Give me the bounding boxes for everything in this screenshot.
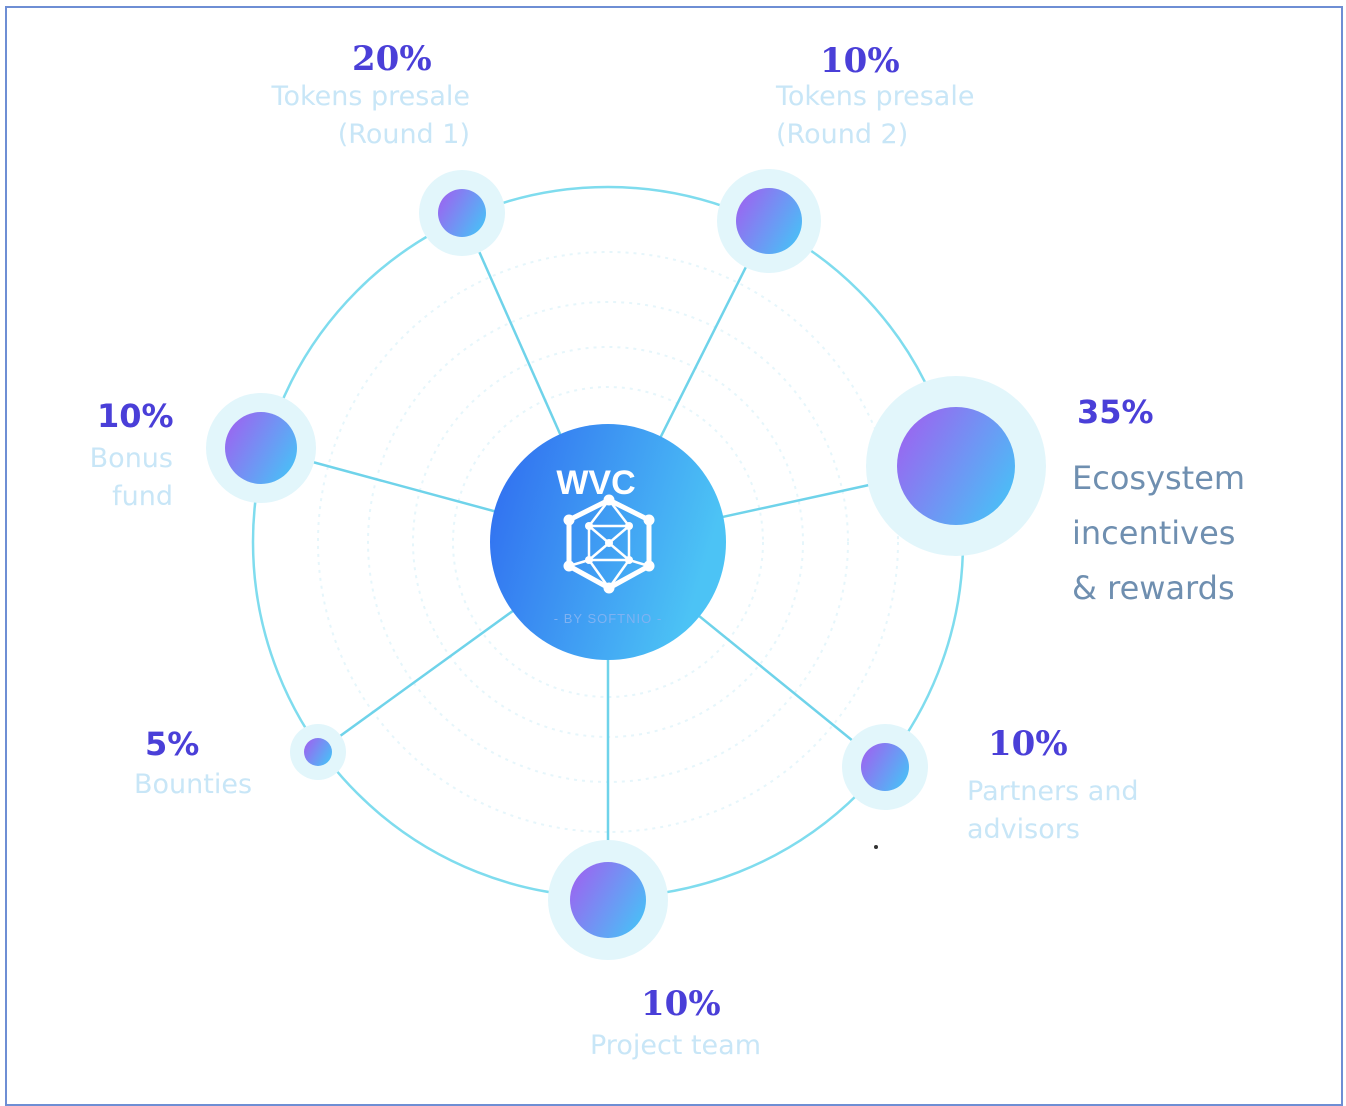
percent-bonus-fund: 10% (97, 397, 174, 435)
label-bonus-fund: Bonus fund (60, 440, 173, 516)
label-line: Tokens presale (776, 81, 975, 112)
label-line: Tokens presale (271, 81, 470, 112)
percent-presale-round-2: 10% (820, 41, 900, 81)
node-presale-round-1 (438, 189, 486, 237)
label-line: (Round 1) (337, 119, 470, 150)
percent-ecosystem: 35% (1077, 393, 1154, 431)
label-ecosystem: Ecosystem incentives & rewards (1072, 451, 1245, 616)
label-line: Project team (590, 1030, 762, 1061)
label-presale-round-1: Tokens presale (Round 1) (250, 78, 470, 154)
hub-title: WVC (556, 464, 635, 502)
node-bonus-fund (225, 412, 297, 484)
label-presale-round-2: Tokens presale (Round 2) (776, 78, 974, 154)
label-line: Partners and (967, 776, 1139, 807)
node-project-team (570, 862, 646, 938)
node-bounties (304, 738, 332, 766)
label-bounties: Bounties (134, 766, 252, 804)
label-line: (Round 2) (776, 119, 909, 150)
label-line: Bounties (134, 769, 253, 800)
label-line: Bonus (89, 443, 173, 474)
node-ecosystem (897, 407, 1015, 525)
node-presale-round-2 (736, 188, 802, 254)
percent-project-team: 10% (641, 984, 721, 1024)
label-line: Ecosystem (1072, 459, 1246, 497)
stray-dot (874, 845, 878, 849)
percent-bounties: 5% (145, 725, 200, 763)
cube-network-icon (563, 494, 655, 594)
label-partners: Partners and advisors (967, 773, 1139, 849)
node-partners (861, 743, 909, 791)
percent-presale-round-1: 20% (352, 39, 432, 79)
hub-subtitle: - BY SOFTNIO - (554, 611, 662, 626)
nodes (225, 188, 1015, 938)
label-line: advisors (967, 814, 1080, 845)
label-line: fund (112, 481, 173, 512)
percent-partners: 10% (988, 724, 1068, 764)
label-project-team: Project team (590, 1027, 761, 1065)
label-line: incentives (1072, 514, 1236, 552)
label-line: & rewards (1072, 569, 1235, 607)
